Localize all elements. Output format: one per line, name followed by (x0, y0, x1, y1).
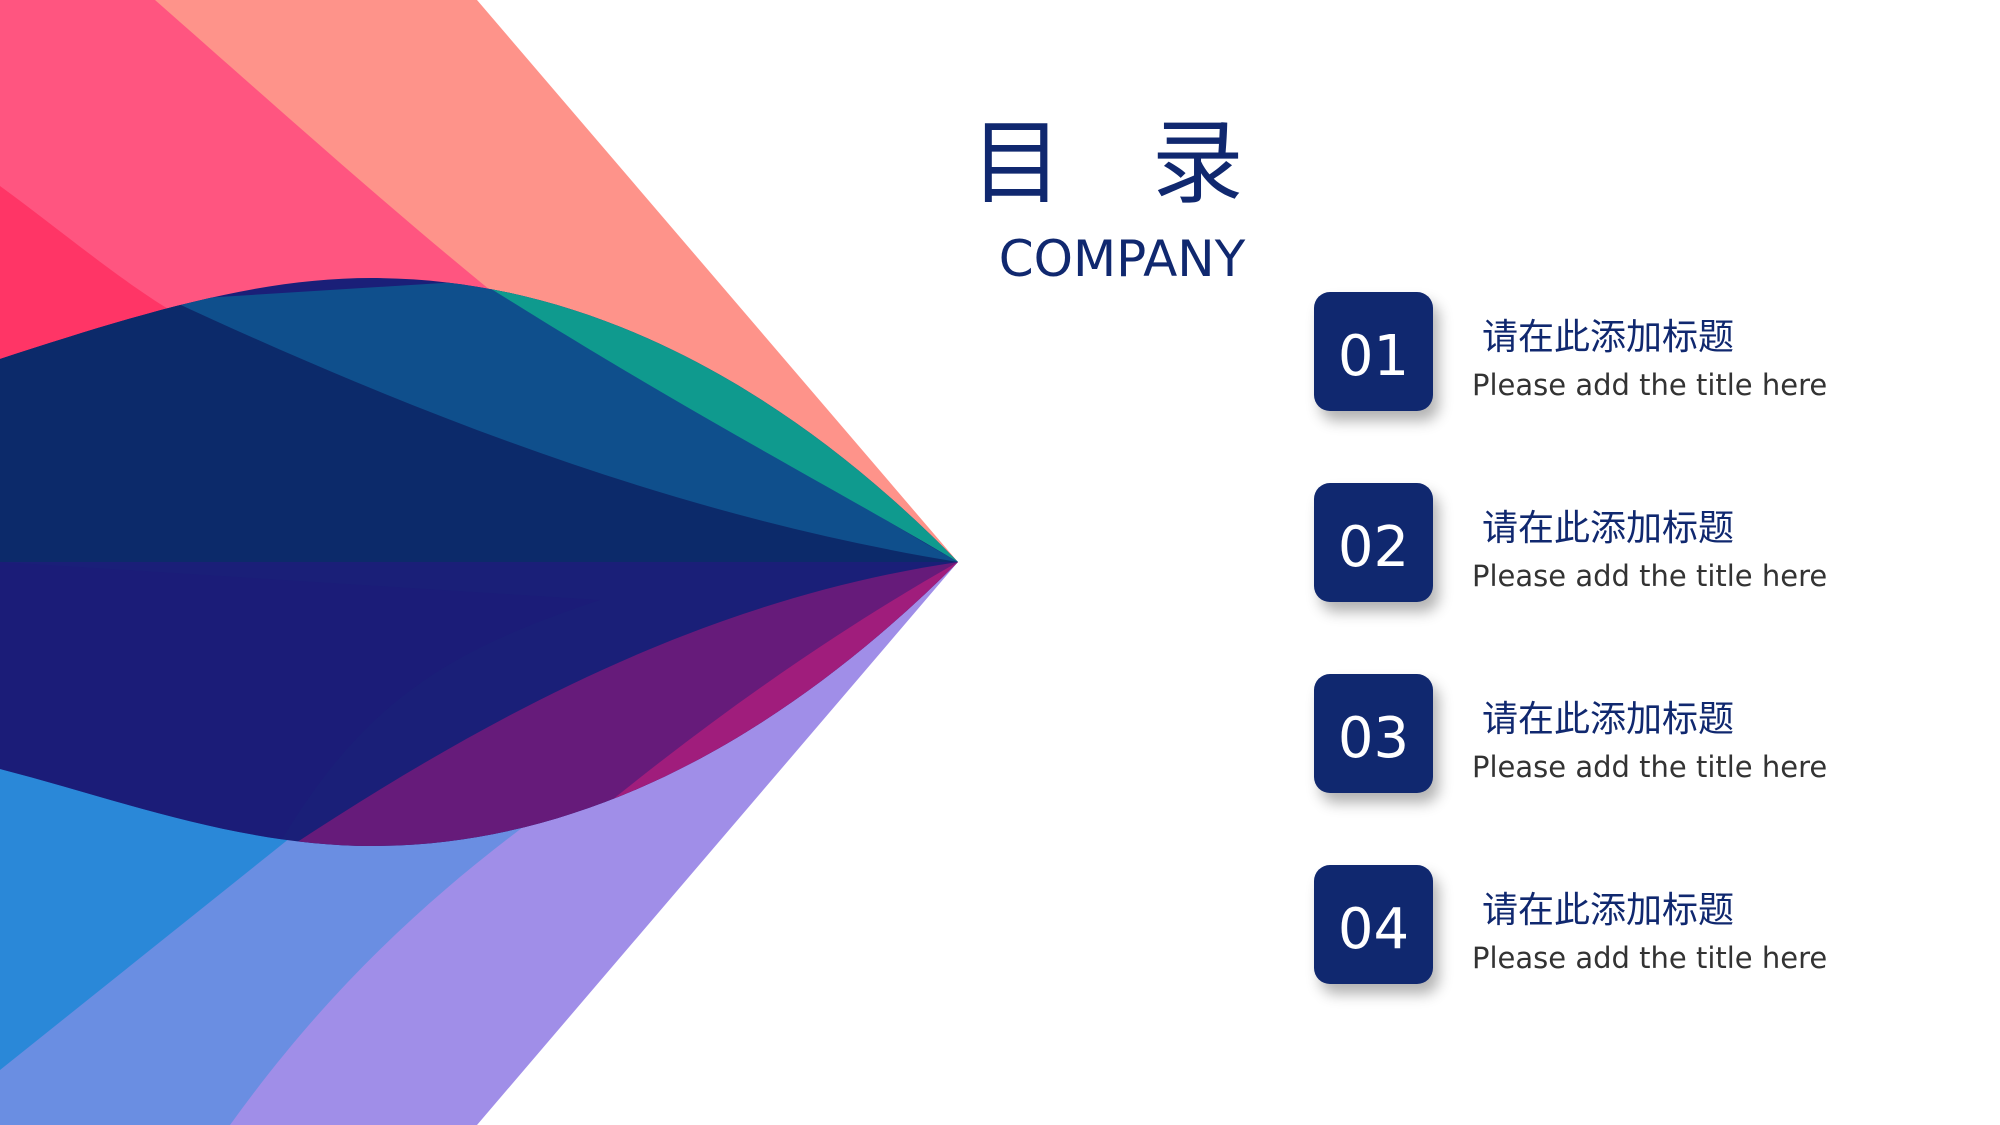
toc-item-3[interactable]: 03 请在此添加标题 Please add the title here (1314, 674, 1954, 794)
item-subtitle: Please add the title here (1472, 559, 1828, 593)
item-subtitle: Please add the title here (1472, 941, 1828, 975)
toc-item-4[interactable]: 04 请在此添加标题 Please add the title here (1314, 865, 1954, 985)
item-title: 请在此添加标题 (1482, 317, 1735, 358)
item-title: 请在此添加标题 (1482, 508, 1735, 549)
item-title: 请在此添加标题 (1482, 699, 1735, 740)
toc-item-2[interactable]: 02 请在此添加标题 Please add the title here (1314, 483, 1954, 603)
item-title: 请在此添加标题 (1482, 890, 1735, 931)
item-number-badge: 04 (1314, 865, 1433, 984)
page-title: 目 录 (970, 110, 1274, 217)
page-subtitle: COMPANY (998, 230, 1246, 288)
item-number-badge: 02 (1314, 483, 1433, 602)
item-number-badge: 01 (1314, 292, 1433, 411)
item-subtitle: Please add the title here (1472, 750, 1828, 784)
toc-item-1[interactable]: 01 请在此添加标题 Please add the title here (1314, 292, 1954, 412)
item-subtitle: Please add the title here (1472, 368, 1828, 402)
item-number-badge: 03 (1314, 674, 1433, 793)
